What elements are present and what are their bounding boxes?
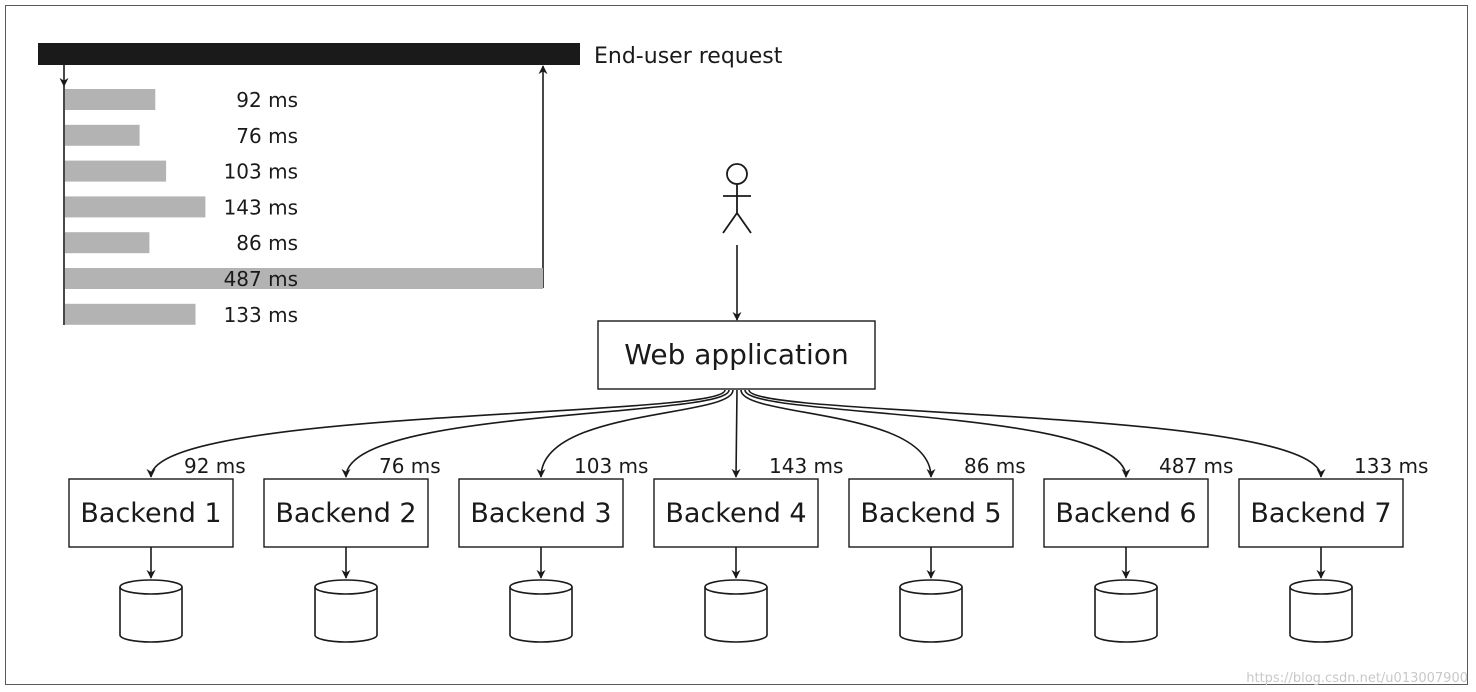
backend-box <box>1238 478 1404 548</box>
backend-box <box>653 478 819 548</box>
latency-bar-label: 92 ms <box>236 88 298 112</box>
database-cylinder-icon <box>1094 579 1158 643</box>
watermark: https://blog.csdn.net/u013007900 <box>1246 671 1468 686</box>
fanout-arrow <box>740 389 936 478</box>
latency-bar-label: 103 ms <box>224 160 298 184</box>
fanout-arrow <box>146 389 726 478</box>
latency-bar <box>65 196 206 218</box>
figure-frame <box>5 5 1468 685</box>
web-application-box <box>597 320 876 390</box>
backend-label: Backend 3 <box>470 498 611 529</box>
backend-latency-label: 86 ms <box>964 454 1026 478</box>
end-user-request-label: End-user request <box>594 44 783 69</box>
latency-bar-label: 487 ms <box>224 267 298 291</box>
backend-box <box>68 478 234 548</box>
backend-latency-label: 143 ms <box>769 454 843 478</box>
backend-box <box>458 478 624 548</box>
backend-label: Backend 6 <box>1055 498 1196 529</box>
database-cylinder-icon <box>314 579 378 643</box>
database-cylinder-icon <box>119 579 183 643</box>
backend-latency-label: 92 ms <box>184 454 246 478</box>
latency-bar <box>65 124 140 146</box>
latency-bars: 92 ms 76 ms 103 ms 143 ms 86 ms 487 ms 133 ms <box>65 88 543 327</box>
latency-bar-label: 76 ms <box>236 124 298 148</box>
database-cylinder-icon <box>509 579 573 643</box>
fanout-arrow <box>536 389 734 478</box>
backend-label: Backend 7 <box>1250 498 1391 529</box>
latency-bar-label: 143 ms <box>224 195 298 219</box>
backend-box <box>263 478 429 548</box>
fanout-arrow <box>748 389 1326 478</box>
latency-bar-label: 86 ms <box>236 231 298 255</box>
end-user-request-bar <box>38 43 580 65</box>
database-cylinder-icon <box>704 579 768 643</box>
fanout-arrow <box>731 389 741 478</box>
latency-bar <box>65 232 150 254</box>
backend-label: Backend 5 <box>860 498 1001 529</box>
backend-latency-label: 133 ms <box>1354 454 1428 478</box>
fanout-arrow <box>341 389 730 478</box>
backend-latency-label: 103 ms <box>574 454 648 478</box>
backend-latency-label: 487 ms <box>1159 454 1233 478</box>
fanout-arrow <box>744 389 1131 478</box>
backend-box <box>1043 478 1209 548</box>
latency-bar-label: 133 ms <box>224 303 298 327</box>
stick-figure-user-icon <box>722 163 752 234</box>
database-cylinder-icon <box>899 579 963 643</box>
backend-label: Backend 2 <box>275 498 416 529</box>
latency-bar <box>65 268 543 289</box>
latency-bar <box>65 89 156 110</box>
backend-label: Backend 4 <box>665 498 806 529</box>
backends-row: 92 ms Backend 1 76 ms Backend 2 103 ms Backen… <box>68 389 1428 643</box>
latency-bar <box>65 303 196 325</box>
web-application-label: Web application <box>624 338 848 371</box>
backend-latency-label: 76 ms <box>379 454 441 478</box>
backend-box <box>848 478 1014 548</box>
latency-bar <box>65 160 167 182</box>
database-cylinder-icon <box>1289 579 1353 643</box>
backend-label: Backend 1 <box>80 498 221 529</box>
